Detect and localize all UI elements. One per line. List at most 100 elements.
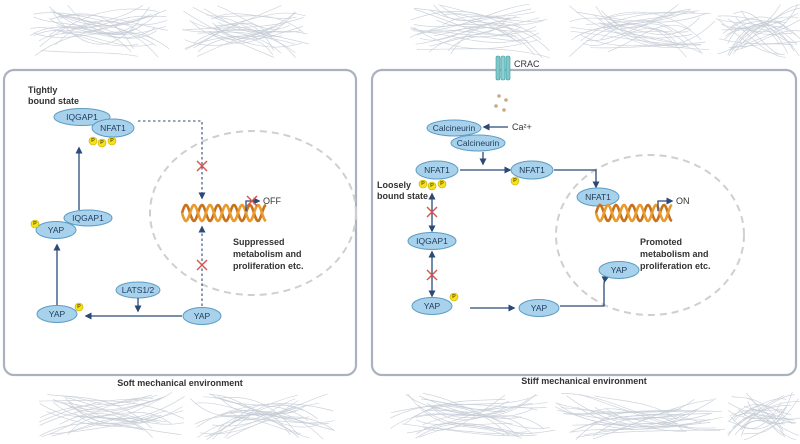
ecm-fiber — [422, 393, 551, 429]
ecm-fiber — [416, 48, 550, 59]
ecm-fiber — [594, 395, 677, 419]
ecm-fiber — [727, 27, 780, 55]
left-nucleus — [149, 130, 357, 296]
ecm-fiber — [718, 38, 798, 45]
inhibition-cross-nfat1-iqgap1 — [426, 206, 438, 218]
ecm-fiber — [33, 31, 170, 50]
ecm-fiber — [33, 12, 168, 26]
svg-text:NFAT1: NFAT1 — [585, 192, 611, 202]
crac-channel-icon — [495, 55, 511, 81]
ecm-fiber — [742, 391, 793, 435]
ecm-fiber — [580, 12, 711, 42]
ecm-fiber — [224, 404, 318, 439]
ecm-fiber — [731, 12, 799, 29]
ecm-fiber — [741, 7, 800, 49]
ecm-fiber — [210, 33, 275, 58]
dna-strand-b — [180, 203, 267, 223]
ecm-fiber — [34, 13, 152, 56]
ecm-fiber — [571, 411, 696, 433]
ecm-fiber — [209, 27, 280, 44]
yap-phosphorylated-node: YAP — [36, 305, 78, 323]
ecm-fiber — [424, 409, 522, 419]
svg-text:P: P — [33, 221, 37, 227]
ecm-fiber — [741, 419, 799, 436]
left-outcome-line2: metabolism and — [233, 249, 302, 259]
ecm-fiber — [194, 402, 297, 415]
ecm-fiber — [229, 404, 308, 415]
ecm-fiber — [731, 396, 784, 432]
svg-text:P: P — [421, 181, 425, 187]
ecm-fiber — [734, 410, 800, 422]
ecm-fiber — [74, 412, 143, 431]
transcription-arrow-on — [657, 197, 674, 211]
dna-strand-a — [180, 203, 267, 223]
ecm-fiber — [423, 394, 506, 431]
ecm-fiber — [229, 398, 296, 420]
ecm-fiber — [212, 393, 328, 427]
ecm-fiber — [41, 50, 138, 57]
ecm-fiber — [217, 5, 291, 30]
arrow-nfat1-to-nucleus — [554, 169, 600, 189]
ecm-fiber — [214, 396, 329, 425]
dna-strand-a — [594, 203, 673, 223]
ecm-fiber — [738, 407, 787, 420]
ecm-fiber — [30, 27, 139, 47]
ecm-fiber — [600, 10, 710, 50]
yap-node-phosphorylated: YAP — [411, 297, 453, 315]
ecm-fiber — [429, 17, 540, 47]
ecm-fiber — [53, 6, 150, 45]
ecm-fiber — [575, 11, 708, 23]
svg-text:P: P — [430, 183, 434, 189]
calcineurin-node-top: Calcineurin — [426, 119, 482, 137]
svg-text:YAP: YAP — [49, 309, 66, 319]
svg-text:LATS1/2: LATS1/2 — [122, 285, 155, 295]
ecm-fiber — [214, 24, 274, 56]
svg-text:P: P — [452, 294, 456, 300]
yap-free-node: YAP — [182, 307, 222, 325]
ecm-fiber — [50, 14, 168, 31]
ecm-fiber — [429, 404, 545, 430]
gene-status-on: ON — [676, 196, 690, 206]
ecm-fiber — [426, 402, 533, 421]
nfat1-node: NFAT1 — [91, 118, 135, 138]
ecm-fiber — [721, 25, 800, 40]
ecm-fiber — [566, 395, 711, 428]
ecm-fiber — [570, 26, 702, 54]
ecm-fiber — [722, 16, 789, 34]
ecm-fiber — [422, 426, 555, 435]
nfat1-phospho-2: P — [97, 138, 107, 148]
extracellular-matrix-fibers-top — [30, 3, 800, 59]
svg-text:YAP: YAP — [424, 301, 441, 311]
ecm-fiber — [219, 411, 319, 428]
ecm-fiber — [728, 4, 781, 57]
ecm-fiber — [59, 16, 144, 34]
right-state-label-line2: bound state — [377, 191, 428, 201]
ecm-fiber — [595, 6, 689, 47]
svg-text:NFAT1: NFAT1 — [100, 123, 126, 133]
ecm-fiber — [732, 413, 797, 441]
ecm-fiber — [54, 401, 160, 424]
right-cell-outline — [370, 68, 798, 377]
ecm-fiber — [193, 22, 273, 49]
left-outcome-line3: proliferation etc. — [233, 261, 304, 271]
ecm-fiber — [56, 9, 167, 28]
ecm-fiber — [418, 422, 513, 438]
ecm-fiber — [593, 14, 686, 49]
svg-text:P: P — [440, 181, 444, 187]
ecm-fiber — [561, 407, 716, 429]
gene-status-off: OFF — [263, 196, 281, 206]
ecm-fiber — [39, 8, 158, 47]
right-outcome-line3: proliferation etc. — [640, 261, 711, 271]
ecm-fiber — [51, 392, 173, 437]
left-caption: Soft mechanical environment — [117, 378, 243, 388]
ecm-fiber — [197, 419, 335, 438]
extracellular-matrix-fibers-bottom — [38, 391, 800, 441]
right-outcome-line2: metabolism and — [640, 249, 709, 259]
ecm-fiber — [212, 411, 324, 440]
svg-text:P: P — [91, 138, 95, 144]
ecm-fiber — [429, 9, 514, 32]
ecm-fiber — [721, 16, 799, 29]
ecm-fiber — [727, 23, 798, 56]
transcription-arrow-off — [245, 197, 261, 211]
inhibition-cross-nfat1 — [196, 160, 208, 172]
